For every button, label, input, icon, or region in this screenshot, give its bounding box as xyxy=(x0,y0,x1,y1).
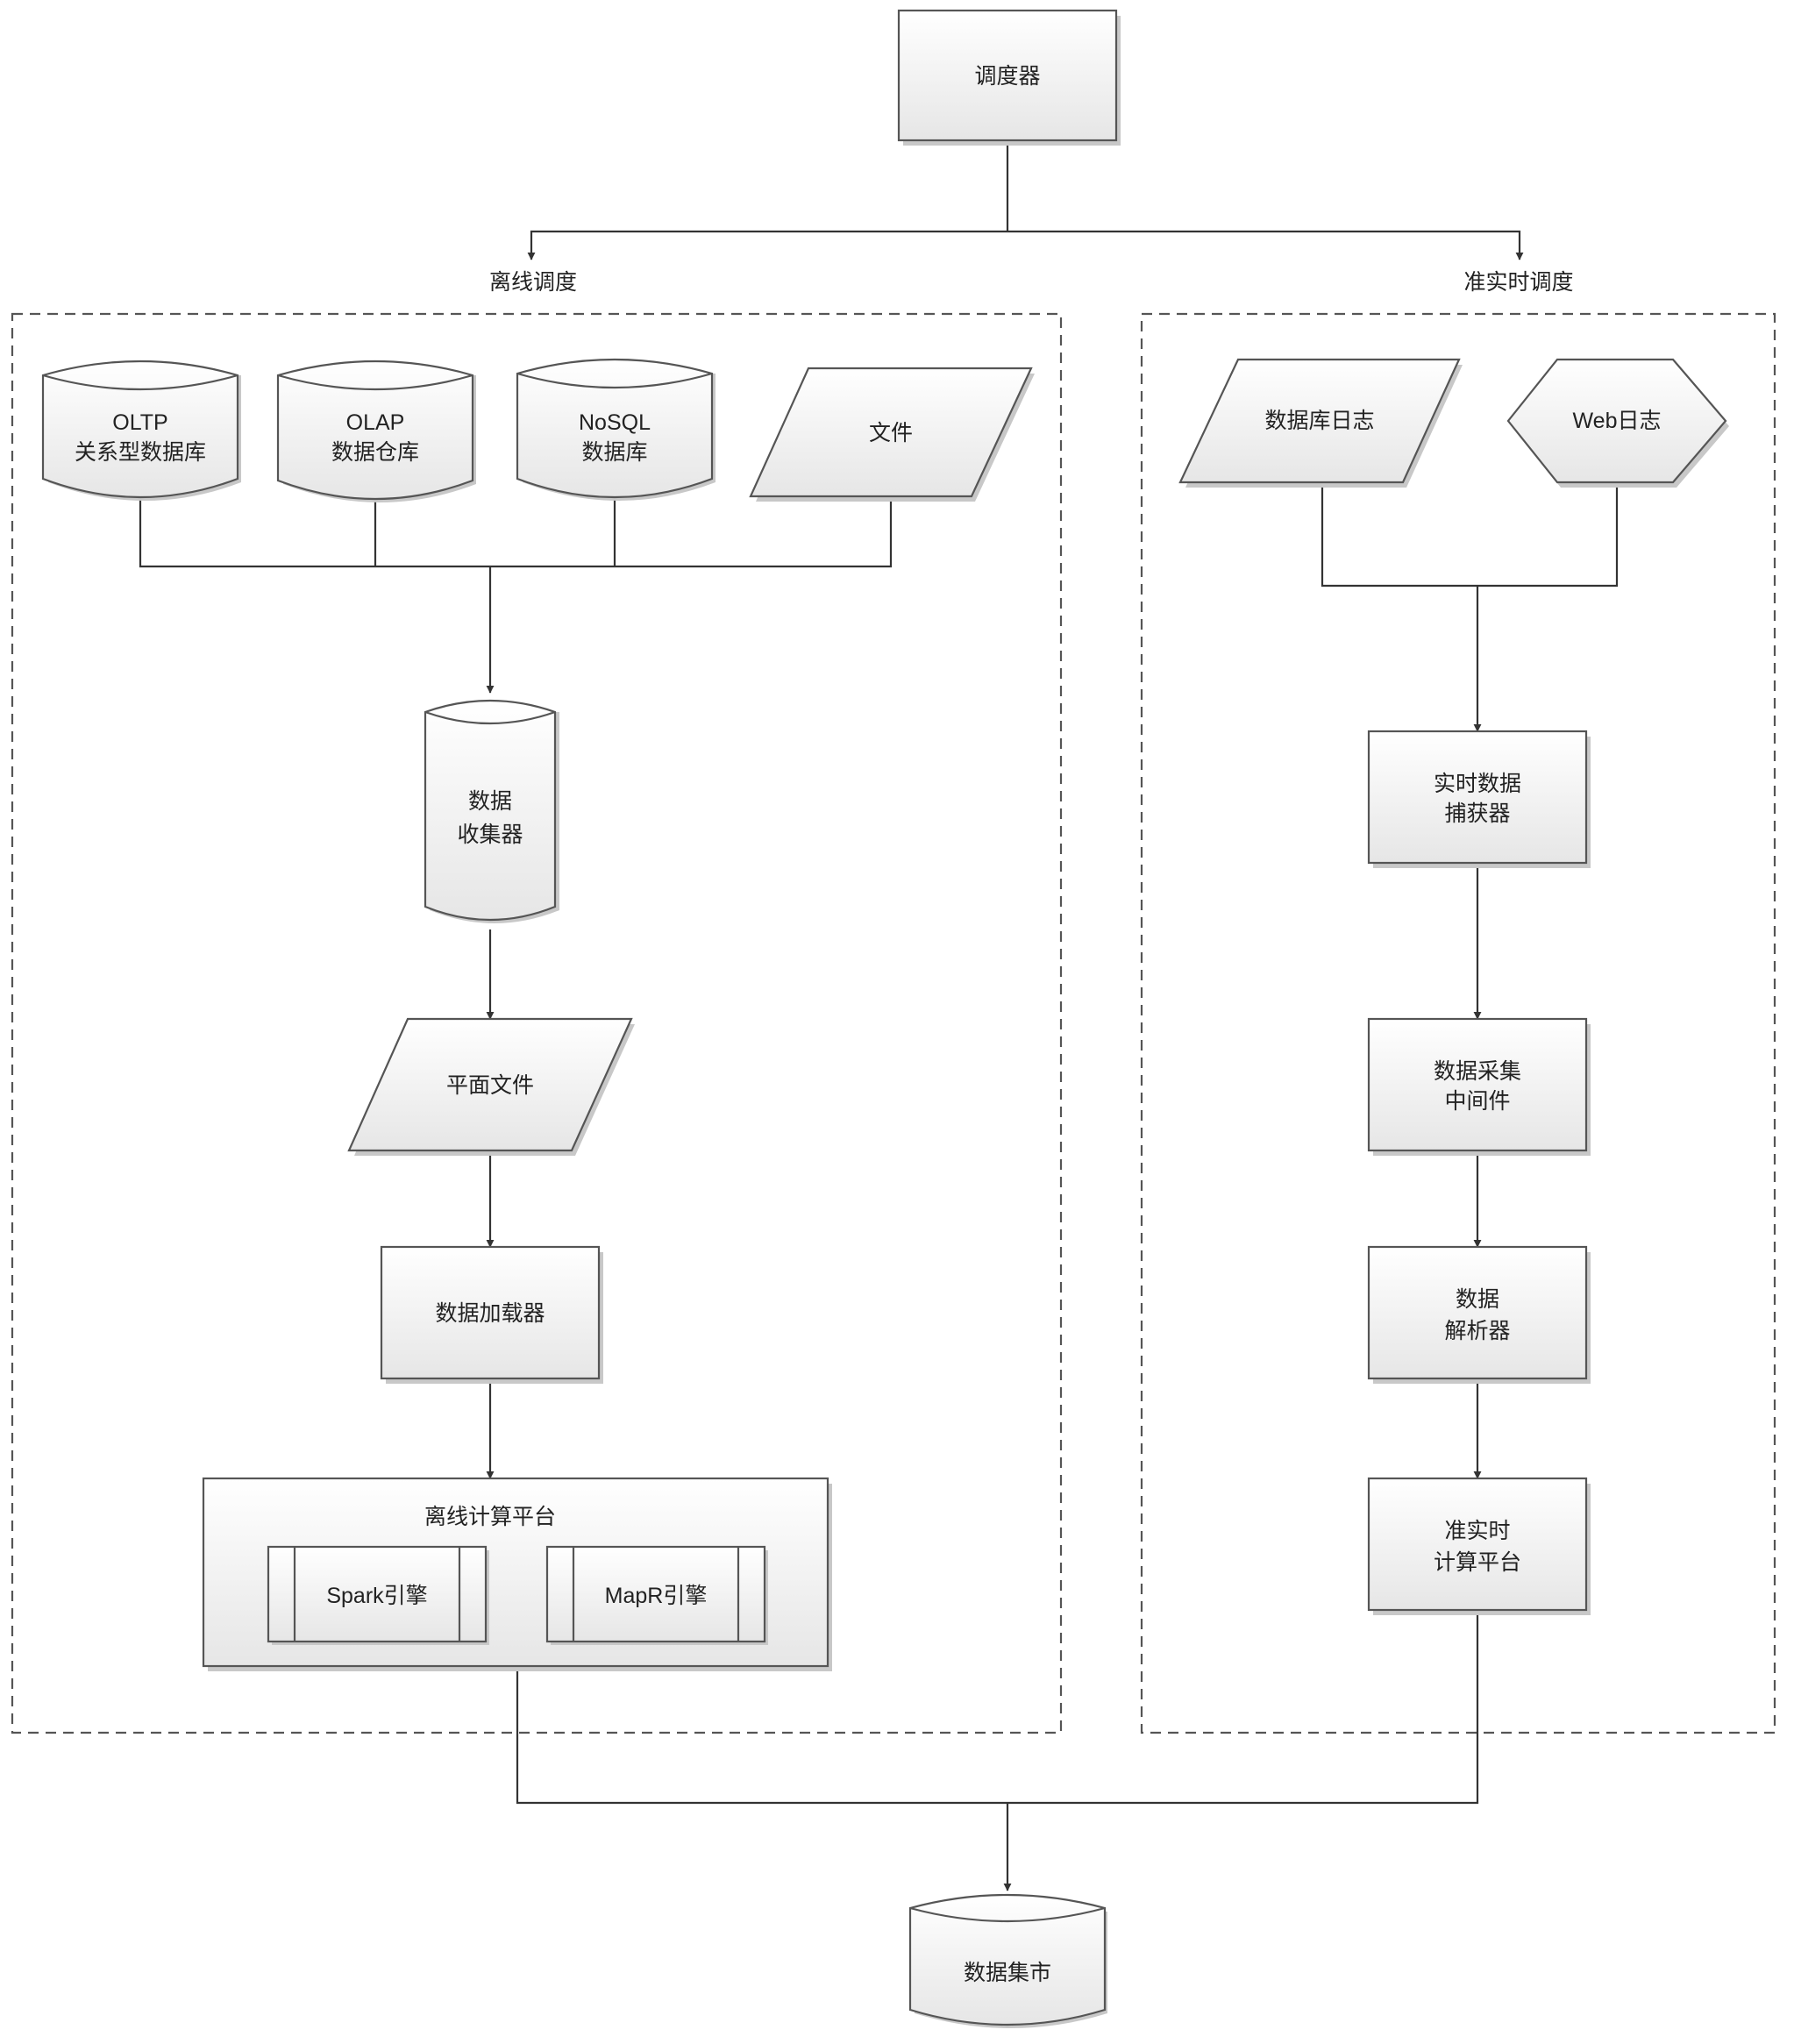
collector-line1: 数据 xyxy=(468,788,512,814)
web-log-node: Web日志 xyxy=(1506,358,1729,488)
source-nosql-line1: NoSQL xyxy=(579,410,651,435)
file-label: 文件 xyxy=(869,420,913,445)
capturer-line2: 捕获器 xyxy=(1444,801,1510,826)
scheduler-node: 调度器 xyxy=(897,9,1121,146)
engine-spark: Spark引擎 xyxy=(267,1545,489,1645)
engine-mapr: MapR引擎 xyxy=(545,1545,768,1645)
offline-title: 离线调度 xyxy=(489,269,577,295)
parser-node: 数据 解析器 xyxy=(1367,1245,1591,1384)
loader-node: 数据加载器 xyxy=(380,1245,603,1384)
offline-group-frame xyxy=(11,312,1063,1734)
web-log-label: Web日志 xyxy=(1573,409,1662,433)
file-node: 文件 xyxy=(749,367,1035,502)
source-olap-line2: 数据仓库 xyxy=(331,439,419,465)
source-olap: OLAP 数据仓库 xyxy=(276,360,476,502)
collector-node: 数据 收集器 xyxy=(424,699,559,923)
realtime-group-frame xyxy=(1140,312,1776,1734)
realtime-platform-node: 准实时 计算平台 xyxy=(1367,1477,1591,1615)
realtime-title: 准实时调度 xyxy=(1463,269,1573,295)
connector-sources-merge xyxy=(139,496,893,568)
connector-to-offline xyxy=(527,230,1007,260)
middleware-node: 数据采集 中间件 xyxy=(1367,1017,1591,1156)
scheduler-label: 调度器 xyxy=(974,63,1040,89)
db-log-node: 数据库日志 xyxy=(1178,358,1463,488)
db-log-label: 数据库日志 xyxy=(1264,408,1374,433)
source-olap-line1: OLAP xyxy=(346,410,405,435)
engine-spark-label: Spark引擎 xyxy=(326,1584,427,1608)
source-nosql-line2: 数据库 xyxy=(581,439,647,465)
connector-logs-merge xyxy=(1321,482,1619,588)
capturer-node: 实时数据 捕获器 xyxy=(1367,730,1591,868)
engine-mapr-label: MapR引擎 xyxy=(605,1584,708,1608)
flat-file-node: 平面文件 xyxy=(347,1017,635,1156)
parser-line1: 数据 xyxy=(1456,1286,1499,1312)
middleware-line1: 数据采集 xyxy=(1434,1058,1521,1084)
middleware-line2: 中间件 xyxy=(1444,1088,1510,1114)
source-nosql: NoSQL 数据库 xyxy=(516,358,715,501)
loader-label: 数据加载器 xyxy=(435,1300,545,1326)
source-oltp: OLTP 关系型数据库 xyxy=(41,360,241,501)
source-oltp-line2: 关系型数据库 xyxy=(75,439,206,465)
realtime-platform-line1: 准实时 xyxy=(1444,1518,1510,1543)
connector-to-realtime xyxy=(1007,230,1524,260)
collector-line2: 收集器 xyxy=(457,822,523,847)
connector-outputs-merge xyxy=(516,1610,1479,1805)
data-mart-node: 数据集市 xyxy=(908,1893,1107,2028)
realtime-platform-line2: 计算平台 xyxy=(1434,1549,1521,1575)
source-oltp-line1: OLTP xyxy=(112,410,167,435)
offline-platform-node: 离线计算平台 Spark引擎 MapR引擎 xyxy=(202,1477,832,1671)
data-mart-label: 数据集市 xyxy=(964,1960,1051,1985)
parser-line2: 解析器 xyxy=(1444,1318,1510,1343)
offline-platform-title: 离线计算平台 xyxy=(424,1504,556,1529)
flat-file-label: 平面文件 xyxy=(446,1072,534,1098)
capturer-line1: 实时数据 xyxy=(1434,771,1521,796)
